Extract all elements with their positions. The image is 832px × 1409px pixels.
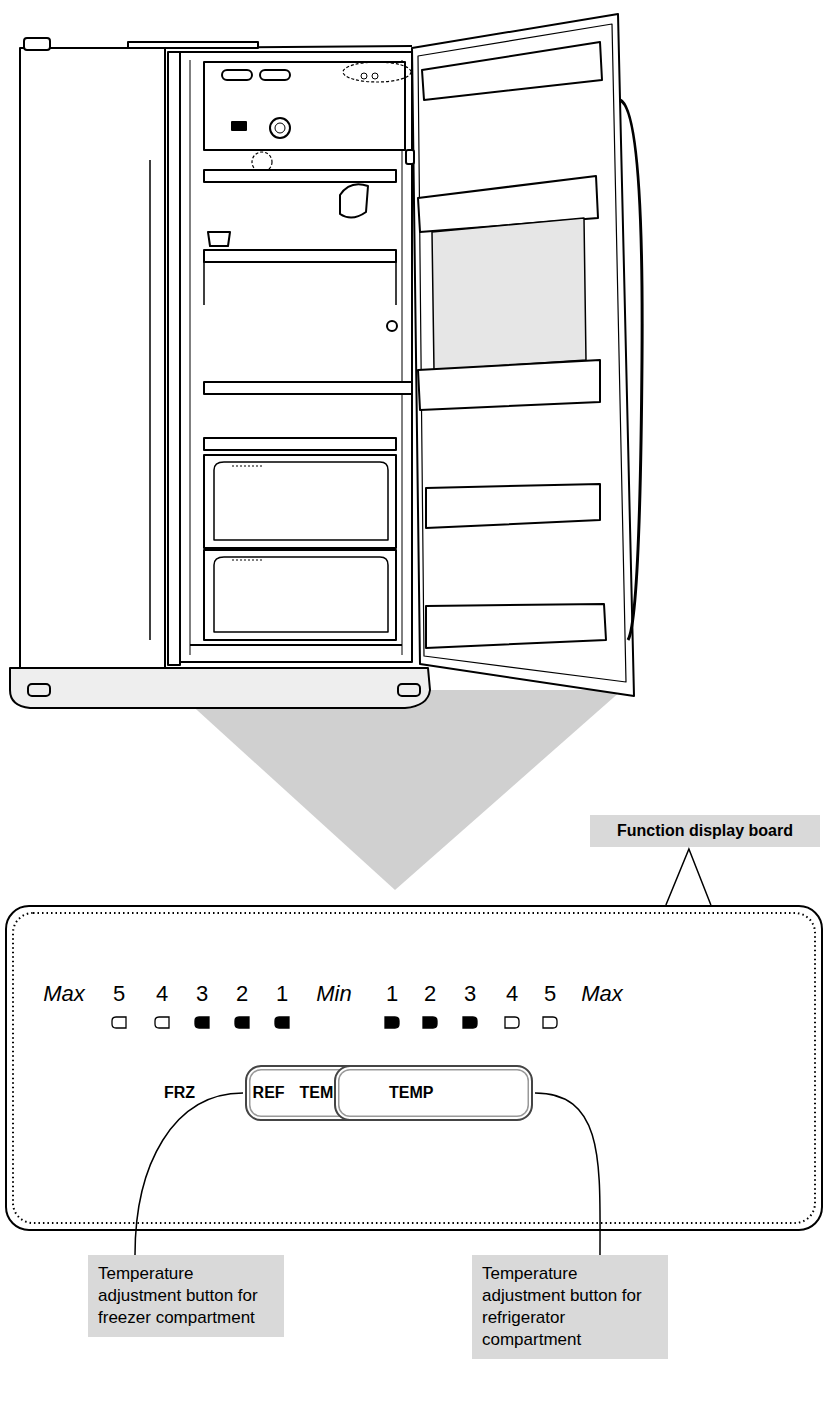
scale-number: 2 (424, 983, 436, 1005)
callout-box: Temperature adjustment button for refrig… (472, 1255, 668, 1359)
title-text: Function display board (617, 822, 793, 840)
scale-end-label: Max (43, 983, 85, 1005)
scale-number: 5 (113, 983, 125, 1005)
scale-number: 4 (506, 983, 518, 1005)
scale-number: 4 (156, 983, 168, 1005)
display-board: Max54321Min12345MaxFRZ TEMPREF TEMP (5, 905, 823, 1231)
button-text: REF TEMP (253, 1085, 434, 1102)
scale-number: 3 (196, 983, 208, 1005)
scale-number: 1 (276, 983, 288, 1005)
scale-number: 1 (386, 983, 398, 1005)
scale-number: 5 (544, 983, 556, 1005)
scale-number: 3 (464, 983, 476, 1005)
scale-number: 2 (236, 983, 248, 1005)
callout-box: Temperature adjustment button for freeze… (88, 1255, 284, 1337)
fridge-button: REF TEMP (334, 1065, 533, 1121)
callout-text: Temperature adjustment button for refrig… (482, 1263, 658, 1351)
callout-text: Temperature adjustment button for freeze… (98, 1263, 274, 1329)
scale-end-label: Max (581, 983, 623, 1005)
pointer-line (666, 849, 711, 905)
scale-end-label: Min (316, 983, 351, 1005)
title-label: Function display board (590, 815, 820, 847)
